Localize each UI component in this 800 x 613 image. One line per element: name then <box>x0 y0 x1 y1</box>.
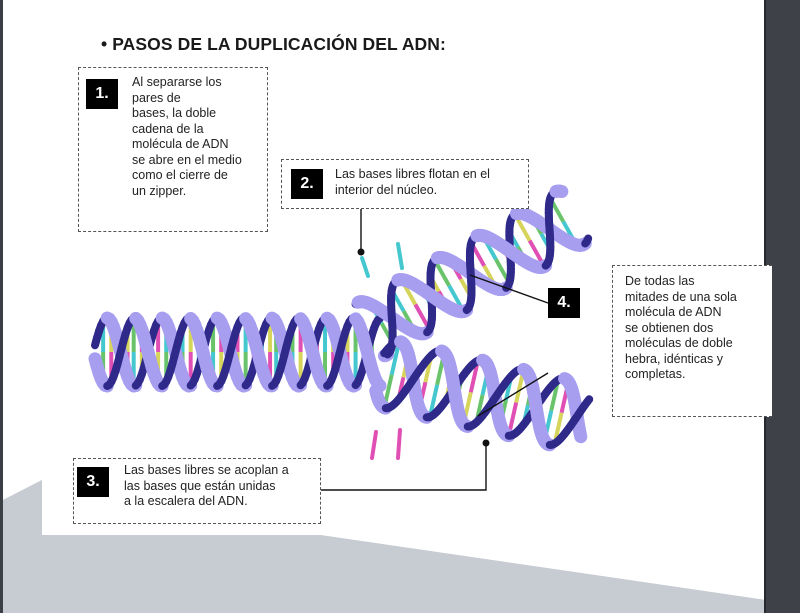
free-base <box>370 430 378 460</box>
step-2-number: 2. <box>291 169 323 199</box>
step-4-number: 4. <box>548 288 580 318</box>
dna-base-pairs <box>101 197 579 445</box>
callout-leader-lines <box>320 209 549 491</box>
free-base <box>360 256 370 278</box>
step-3-number: 3. <box>77 467 109 497</box>
viewer-left-border <box>0 0 3 613</box>
free-base <box>396 242 404 270</box>
step-3-leader-line <box>320 443 487 491</box>
step-4-leader-line <box>469 274 549 304</box>
free-base <box>396 428 402 460</box>
step-4-leader-line-lower <box>477 372 549 417</box>
lower-daughter-helix-strand-a <box>583 395 594 407</box>
lower-daughter-helix-base-pair <box>427 384 440 418</box>
parent-helix-strand-b <box>373 314 384 325</box>
dna-diagram <box>88 184 594 491</box>
upper-daughter-helix-strand-b <box>583 234 593 245</box>
free-bases <box>360 242 404 460</box>
lower-daughter-helix-strand-b <box>573 426 588 444</box>
step-2-leader-dot <box>357 248 365 256</box>
dna-strands <box>88 184 594 452</box>
parent-helix-strand-a <box>371 377 387 393</box>
step-3-leader-dot <box>482 439 490 447</box>
step-1-number: 1. <box>86 79 118 109</box>
page-title: • PASOS DE LA DUPLICACIÓN DEL ADN: <box>101 34 446 54</box>
